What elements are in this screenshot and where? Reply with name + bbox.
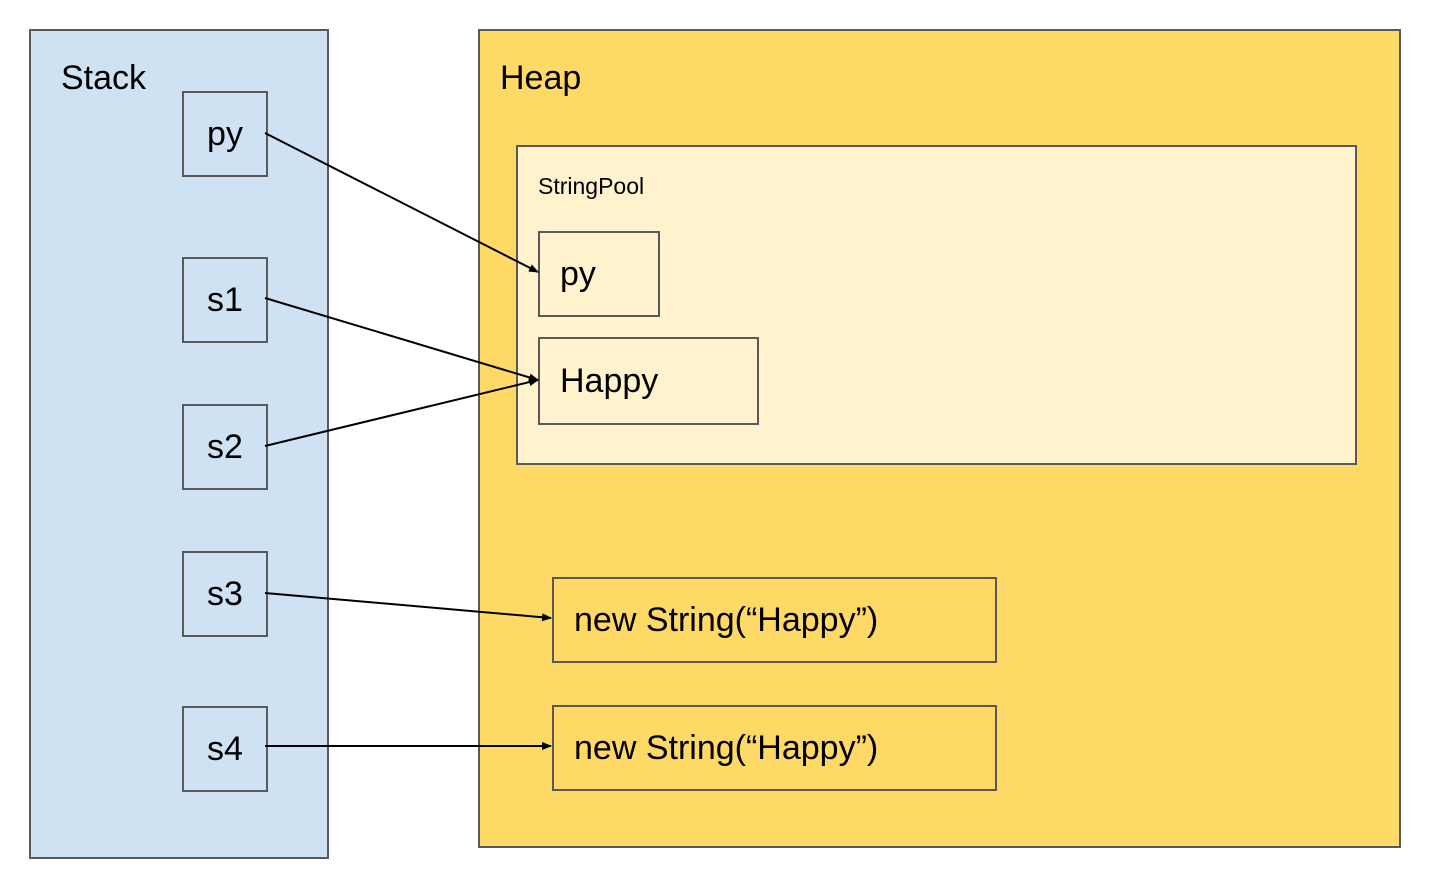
stack-var-s4: s4: [182, 706, 268, 792]
pool-literal-py: py: [538, 231, 660, 317]
heap-object-2: new String(“Happy”): [552, 705, 997, 791]
stack-var-py: py: [182, 91, 268, 177]
stack-var-s2: s2: [182, 404, 268, 490]
stack-var-s1: s1: [182, 257, 268, 343]
stack-title: Stack: [61, 59, 147, 97]
heap-object-1: new String(“Happy”): [552, 577, 997, 663]
heap-title: Heap: [500, 59, 582, 97]
stack-var-s3: s3: [182, 551, 268, 637]
string-pool-title: StringPool: [538, 173, 645, 199]
string-pool-region: StringPool py Happy: [516, 145, 1357, 465]
stack-region: Stack py s1 s2 s3 s4: [29, 29, 329, 859]
pool-literal-happy: Happy: [538, 337, 759, 425]
